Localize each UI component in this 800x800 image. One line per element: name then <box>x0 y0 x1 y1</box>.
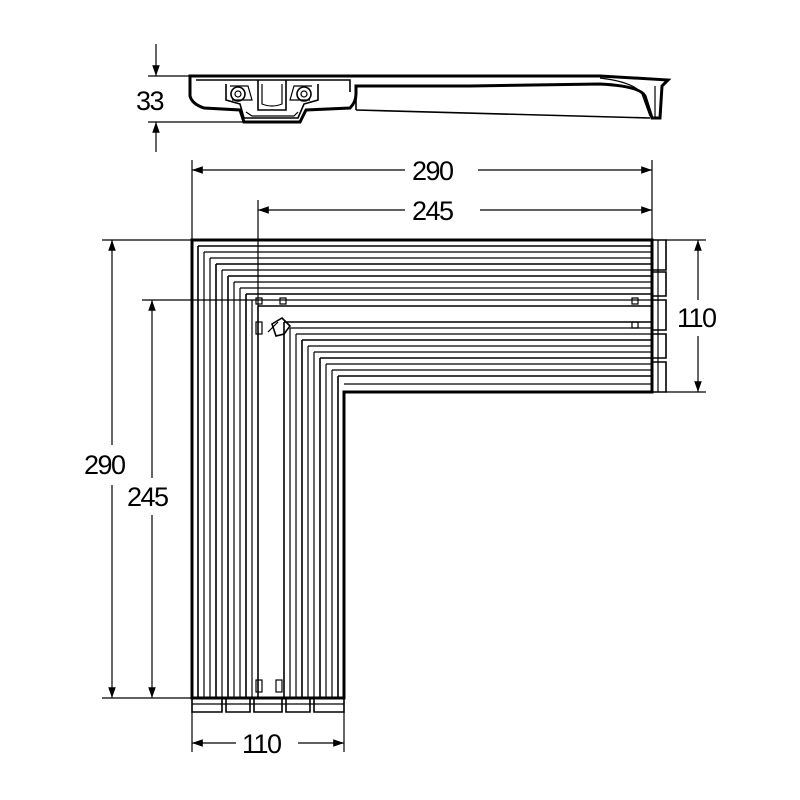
side-view-profile <box>188 74 672 124</box>
dim-label-245-left: 245 <box>127 482 168 512</box>
dim-label-110-bottom: 110 <box>242 729 281 759</box>
dimension-height-290-left: 290 <box>84 239 192 699</box>
dim-label-290-top: 290 <box>412 156 453 186</box>
plan-view-l-shape <box>190 238 667 713</box>
dim-label-290-left: 290 <box>84 450 125 480</box>
dimension-height-245-left: 245 <box>127 299 252 698</box>
dimension-height-110-right: 110 <box>666 239 718 393</box>
dimension-width-290-top: 290 <box>191 156 653 240</box>
dimension-height-33: 33 <box>136 44 244 152</box>
dim-label-245-top: 245 <box>412 196 453 226</box>
dim-label-110-right: 110 <box>677 303 716 333</box>
dim-label-33: 33 <box>136 86 164 116</box>
dimension-width-245-top: 245 <box>257 196 652 306</box>
dimension-width-110-bottom: 110 <box>191 712 345 759</box>
